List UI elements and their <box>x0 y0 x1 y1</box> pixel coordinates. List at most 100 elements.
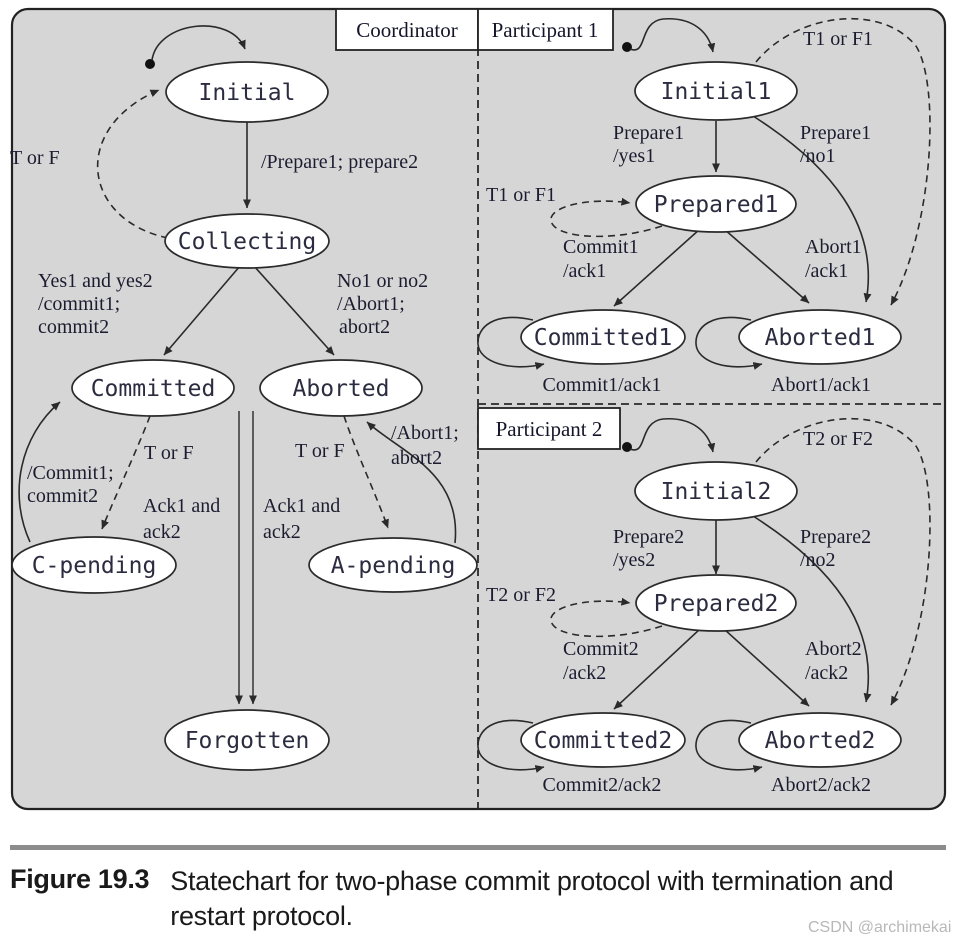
participant1-panel: Initial1 Prepared1 Committed1 Aborted1 T… <box>477 18 931 396</box>
label-prepare2-yes-1: Prepare2 <box>613 526 684 548</box>
label-commit-retry-1: /Commit1; <box>27 462 114 484</box>
label-abort2-self: Abort2/ack2 <box>771 774 871 796</box>
state-c-pending-label: C-pending <box>32 553 157 579</box>
label-ack-right-2: ack2 <box>263 521 301 543</box>
label-abort1-self: Abort1/ack1 <box>771 374 871 396</box>
state-aborted1: Aborted1 <box>738 309 902 365</box>
transition-timeout2-to-aborted2-dashed <box>755 418 931 706</box>
state-committed: Committed <box>71 359 235 417</box>
state-committed1-label: Committed1 <box>534 325 672 351</box>
state-initial1-shape <box>634 61 798 121</box>
transition-aborted-to-apending-dashed <box>343 415 389 529</box>
label-abort-retry-1: /Abort1; <box>391 422 459 444</box>
label-t-or-f-top: T or F <box>10 147 60 169</box>
state-aborted1-label: Aborted1 <box>765 325 876 351</box>
participant1-title-box <box>477 8 614 51</box>
transition-start-to-initial2 <box>629 418 716 453</box>
transition-initial1-to-aborted1 <box>752 115 872 303</box>
label-t-or-f-right: T or F <box>295 440 345 462</box>
transition-apending-to-aborted <box>366 421 457 544</box>
state-aborted: Aborted <box>259 359 423 417</box>
caption-line2: restart protocol. <box>170 901 353 931</box>
state-prepared1-shape <box>635 175 797 233</box>
selfloop-committed2 <box>477 719 545 773</box>
caption-text: Statechart for two-phase commit protocol… <box>170 864 893 934</box>
label-prepare2-no-2: /no2 <box>800 549 836 571</box>
state-a-pending-label: A-pending <box>331 553 456 579</box>
state-committed1: Committed1 <box>520 309 686 365</box>
label-commit1-ack-1: Commit1 <box>563 236 639 258</box>
state-forgotten-label: Forgotten <box>185 728 310 754</box>
initial1-pseudostate-dot <box>622 42 632 52</box>
state-a-pending: A-pending <box>308 537 478 593</box>
label-abort2-ack-2: /ack2 <box>805 662 848 684</box>
label-yes-2: /commit1; <box>38 293 120 315</box>
label-prepare2-yes-2: /yes2 <box>613 549 655 571</box>
label-prepare1-yes-1: Prepare1 <box>613 122 684 144</box>
transition-prepared2-to-aborted2 <box>723 628 810 707</box>
statechart-diagram: Initial Collecting Committed Aborted C-p… <box>10 7 947 811</box>
transition-prepared1-to-committed1 <box>613 228 701 307</box>
state-initial1-label: Initial1 <box>661 79 772 105</box>
state-forgotten-shape <box>164 709 330 771</box>
caption-line1: Statechart for two-phase commit protocol… <box>170 866 894 896</box>
label-no-3: abort2 <box>339 316 390 338</box>
state-committed2: Committed2 <box>520 712 686 768</box>
transition-timeout1-to-aborted1-dashed <box>755 18 931 306</box>
transition-committed-to-cpending-dashed <box>101 415 151 530</box>
state-initial-shape <box>165 61 329 123</box>
transition-initial2-to-aborted2 <box>752 515 872 703</box>
label-t1-or-f1-side: T1 or F1 <box>486 184 556 206</box>
state-collecting-shape <box>164 213 330 269</box>
state-initial2: Initial2 <box>634 461 798 521</box>
participant1-title: Participant 1 <box>492 18 599 42</box>
label-prepare2-no-1: Prepare2 <box>800 526 871 548</box>
selfloop-aborted2 <box>695 719 763 773</box>
label-commit2-self: Commit2/ack2 <box>543 774 662 796</box>
initial2-pseudostate-dot <box>622 442 632 452</box>
figure-caption: Figure 19.3 Statechart for two-phase com… <box>10 864 894 934</box>
participant2-title-box <box>477 407 621 450</box>
selfloop-committed1 <box>477 316 545 370</box>
transition-prepared1-to-aborted1 <box>723 228 810 304</box>
label-prepare1-yes-2: /yes1 <box>613 145 655 167</box>
state-initial1: Initial1 <box>634 61 798 121</box>
label-yes-1: Yes1 and yes2 <box>38 270 153 292</box>
label-ack-right-1: Ack1 and <box>263 495 340 517</box>
label-abort-retry-2: abort2 <box>391 447 442 469</box>
coordinator-title: Coordinator <box>356 18 457 42</box>
state-committed2-shape <box>520 712 686 768</box>
state-aborted-label: Aborted <box>293 376 390 402</box>
label-t2-or-f2-side: T2 or F2 <box>486 584 556 606</box>
state-collecting: Collecting <box>164 213 330 269</box>
state-committed1-shape <box>520 309 686 365</box>
state-c-pending: C-pending <box>11 536 177 594</box>
state-c-pending-shape <box>11 536 177 594</box>
figure-number: Figure 19.3 <box>10 864 150 894</box>
transition-cpending-to-committed <box>18 401 61 543</box>
state-prepared2-shape <box>635 574 797 632</box>
state-collecting-label: Collecting <box>178 229 316 255</box>
transition-start-to-initial1 <box>629 18 716 53</box>
state-aborted2-shape <box>738 712 902 768</box>
label-t1-or-f1-top: T1 or F1 <box>803 28 873 50</box>
label-abort2-ack-1: Abort2 <box>805 638 862 660</box>
state-prepared1: Prepared1 <box>635 175 797 233</box>
label-prepare1-no-2: /no1 <box>800 145 836 167</box>
state-a-pending-shape <box>308 537 478 593</box>
state-prepared2-label: Prepared2 <box>654 591 779 617</box>
state-aborted2: Aborted2 <box>738 712 902 768</box>
label-abort1-ack-1: Abort1 <box>805 236 862 258</box>
label-abort1-ack-2: /ack1 <box>805 260 848 282</box>
state-forgotten: Forgotten <box>164 709 330 771</box>
panel-title-boxes: Coordinator Participant 1 Participant 2 <box>335 8 621 450</box>
label-t-or-f-left: T or F <box>144 442 194 464</box>
label-prepare: /Prepare1; prepare2 <box>261 151 418 173</box>
label-yes-3: commit2 <box>38 316 109 338</box>
state-initial2-label: Initial2 <box>661 479 772 505</box>
transition-prepared2-to-committed2 <box>613 628 701 710</box>
label-commit1-self: Commit1/ack1 <box>543 374 662 396</box>
state-initial: Initial <box>165 61 329 123</box>
state-aborted2-label: Aborted2 <box>765 728 876 754</box>
